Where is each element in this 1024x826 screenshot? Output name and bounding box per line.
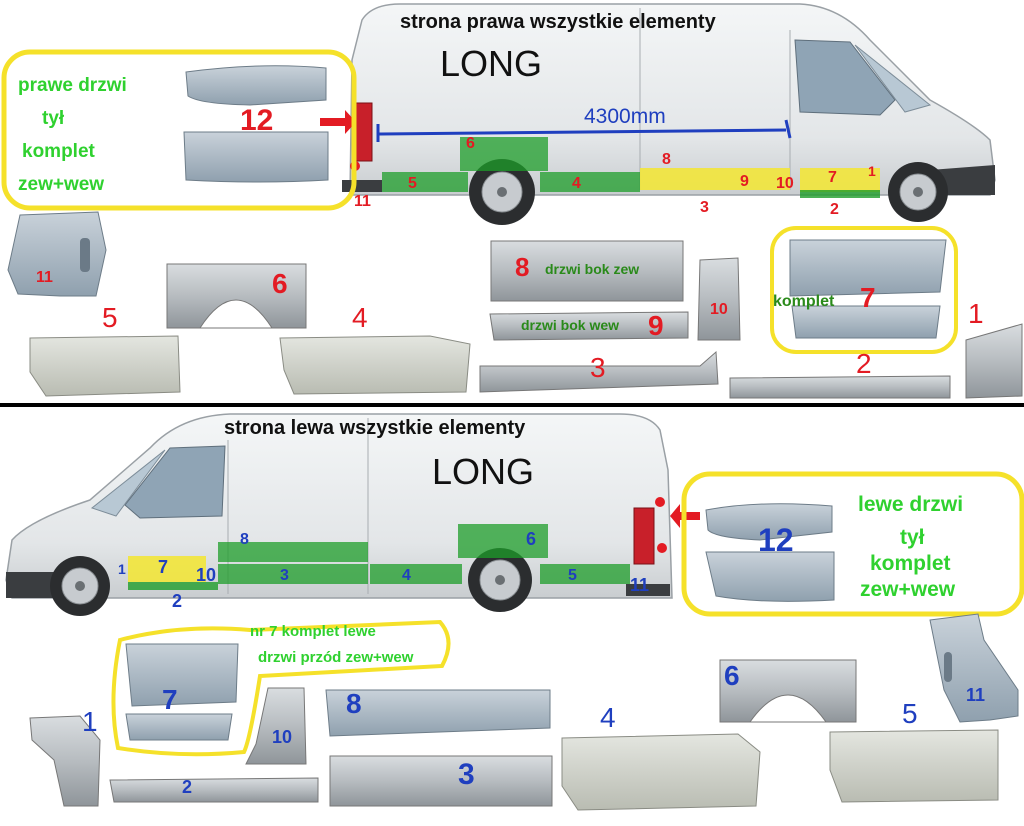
- part-label-4: 4: [352, 302, 368, 333]
- right-door-note-1: prawe drzwi: [18, 75, 127, 96]
- blue-label-7: 7: [158, 557, 169, 577]
- front-door-note-2: drzwi przód zew+wew: [258, 649, 414, 666]
- blue-label-10: 10: [196, 565, 217, 585]
- left-part-label-7: 7: [162, 684, 178, 715]
- right-door-note-2: tył: [42, 108, 65, 129]
- label-7: 7: [828, 169, 837, 186]
- part-text-7: komplet: [773, 293, 835, 310]
- left-part-label-11: 11: [966, 685, 986, 705]
- blue-label-12: 12: [758, 522, 794, 558]
- left-part-label-1: 1: [82, 706, 98, 737]
- left-door-note-2: tył: [900, 526, 925, 549]
- label-5: 5: [408, 175, 417, 192]
- part-label-9: 9: [648, 310, 664, 341]
- left-part-label-3: 3: [458, 758, 475, 791]
- left-part-label-4: 4: [600, 702, 616, 733]
- front-door-note-1: nr 7 komplet lewe: [250, 623, 376, 640]
- part-12-right: [183, 65, 329, 183]
- right-parts-row: [7, 211, 1023, 399]
- label-11: 11: [354, 193, 371, 210]
- label-9: 9: [740, 173, 749, 190]
- label-2: 2: [830, 201, 839, 218]
- label-6: 6: [466, 135, 475, 152]
- label-10: 10: [776, 175, 794, 192]
- part-text-8: drzwi bok zew: [545, 261, 640, 277]
- part-text-9: drzwi bok wew: [521, 317, 620, 333]
- left-door-note-1: lewe drzwi: [858, 493, 964, 516]
- left-part-label-2: 2: [182, 777, 193, 797]
- part-label-10: 10: [710, 301, 728, 318]
- blue-label-3: 3: [280, 567, 289, 584]
- part-12-left: [705, 503, 835, 602]
- part-label-1: 1: [968, 298, 984, 329]
- left-door-note-3: komplet: [870, 552, 951, 575]
- left-part-label-6: 6: [724, 660, 740, 691]
- right-side-long-label: LONG: [440, 43, 543, 84]
- left-parts-row: [29, 613, 1019, 811]
- label-12: 12: [240, 104, 274, 137]
- blue-label-11: 11: [630, 575, 650, 595]
- part-label-6: 6: [272, 268, 288, 299]
- label-3: 3: [700, 199, 709, 216]
- blue-label-8: 8: [240, 531, 249, 548]
- blue-label-2: 2: [172, 591, 183, 611]
- left-front-door-outline: [111, 619, 451, 757]
- blue-label-1: 1: [118, 561, 126, 577]
- label-1: 1: [868, 163, 876, 179]
- part-label-5: 5: [102, 302, 118, 333]
- left-side-title: strona lewa wszystkie elementy: [224, 417, 526, 439]
- label-8: 8: [662, 151, 671, 168]
- section-divider: [0, 403, 1024, 407]
- left-door-note-4: zew+wew: [860, 578, 956, 601]
- left-part-label-8: 8: [346, 688, 362, 719]
- right-rear-door-outline: [1, 49, 357, 211]
- part-label-3: 3: [590, 352, 606, 383]
- right-side-van: [320, 3, 996, 225]
- blue-label-6: 6: [526, 529, 537, 549]
- blue-label-5: 5: [568, 567, 577, 584]
- right-door-note-3: komplet: [22, 141, 95, 162]
- left-part-label-10: 10: [272, 727, 293, 747]
- part-label-8: 8: [515, 252, 530, 282]
- length-label: 4300mm: [584, 105, 666, 128]
- part-label-2: 2: [856, 348, 872, 379]
- blue-label-4: 4: [402, 567, 411, 584]
- right-side-title: strona prawa wszystkie elementy: [400, 11, 716, 33]
- right-door-note-4: zew+wew: [18, 174, 105, 195]
- part-label-7: 7: [860, 282, 876, 313]
- left-rear-door-outline: [681, 471, 1024, 617]
- part-label-11: 11: [36, 269, 53, 286]
- left-part-label-5: 5: [902, 698, 918, 729]
- left-side-long-label: LONG: [432, 451, 535, 492]
- left-side-van: [5, 413, 700, 616]
- label-4: 4: [572, 175, 581, 192]
